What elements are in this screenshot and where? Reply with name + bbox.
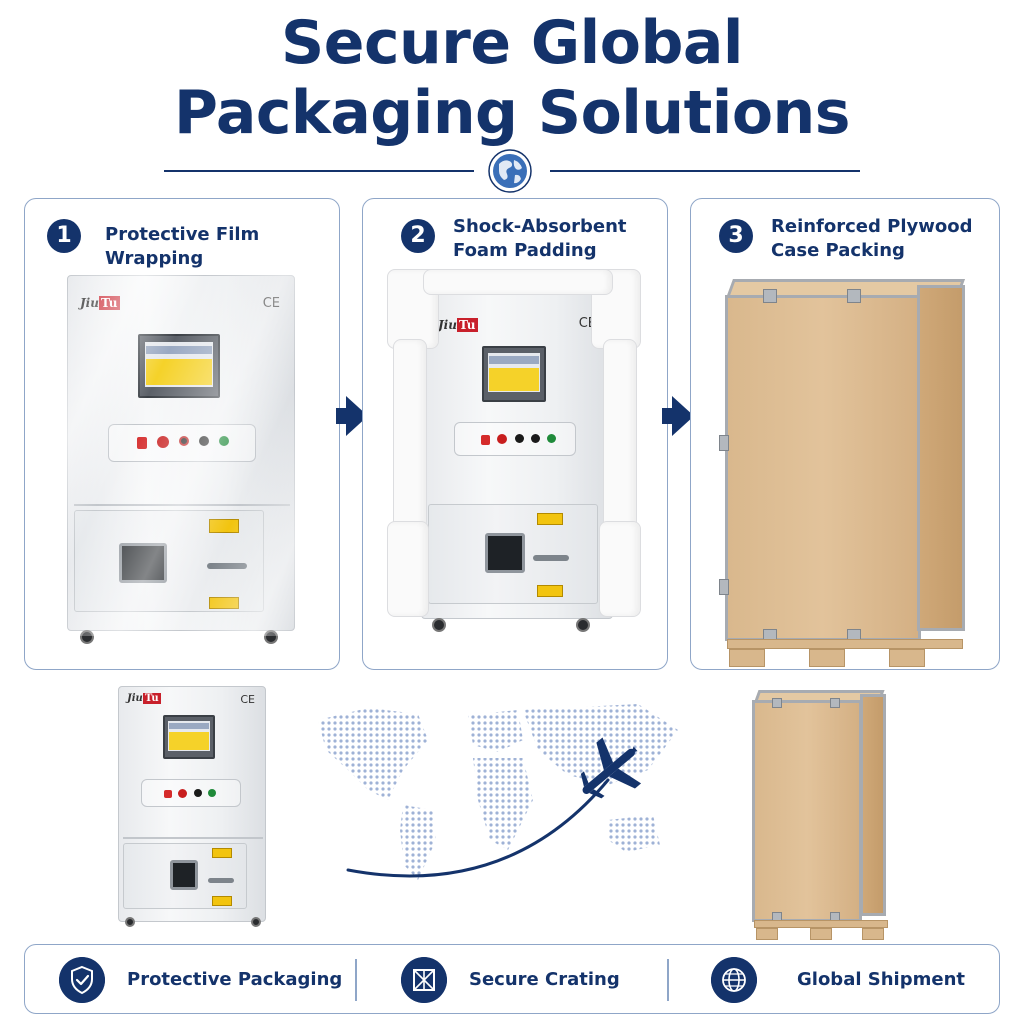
foam-strip-right [603, 339, 637, 529]
feature-label-protective-packaging: Protective Packaging [127, 969, 343, 990]
crate-clip [719, 435, 729, 451]
caster-wheel [125, 917, 135, 927]
chamber-door [428, 504, 598, 604]
touch-screen [163, 715, 215, 759]
crate-clip [830, 698, 840, 708]
globe-icon [488, 149, 532, 193]
indicator-green [547, 434, 556, 443]
pallet-block [756, 928, 778, 940]
step-label-3-line-2: Case Packing [771, 240, 905, 261]
title-divider-left [164, 170, 474, 172]
step-label-1: Protective Film Wrapping [105, 223, 339, 271]
indicator-black [515, 434, 524, 443]
cabinet-seam [123, 837, 263, 839]
warning-label-bottom [212, 896, 232, 906]
crate-clip [772, 698, 782, 708]
page-title: Secure Global Packaging Solutions [0, 8, 1024, 148]
power-switch [164, 790, 172, 798]
step-number-2: 2 [401, 219, 435, 253]
foam-bar-top [423, 269, 613, 295]
crate-icon [401, 957, 447, 1003]
warning-label-top [212, 848, 232, 858]
crate-clip [847, 289, 861, 303]
title-line-1: Secure Global [281, 8, 743, 78]
shield-check-icon [59, 957, 105, 1003]
step-label-2-line-1: Shock-Absorbent [453, 216, 627, 237]
pallet-block [809, 649, 845, 667]
features-bar: Protective Packaging Secure Crating Glob… [24, 944, 1000, 1014]
continent-europe [468, 710, 523, 752]
step-panel-3: 3 Reinforced Plywood Case Packing [690, 198, 1000, 670]
pallet-block [810, 928, 832, 940]
title-divider-right [550, 170, 860, 172]
chamber-window [485, 533, 525, 573]
protective-film [64, 272, 300, 636]
step-label-2-line-2: Foam Padding [453, 240, 597, 261]
power-switch [481, 435, 490, 445]
emergency-button [178, 789, 187, 798]
foam-strip-left [393, 339, 427, 529]
indicator-green [208, 789, 216, 797]
emergency-button [497, 434, 507, 444]
step-label-3: Reinforced Plywood Case Packing [771, 215, 973, 263]
plywood-crate-side [860, 694, 886, 916]
world-map-illustration [318, 704, 678, 880]
indicator-black [531, 434, 540, 443]
control-panel [454, 422, 576, 456]
foam-corner-bottom-left [387, 521, 429, 617]
pallet-block [889, 649, 925, 667]
caster-wheel [251, 917, 261, 927]
chamber-window [170, 860, 198, 890]
touch-screen [482, 346, 546, 402]
step-number-1: 1 [47, 219, 81, 253]
caster-wheel [432, 618, 446, 632]
crate-clip [763, 289, 777, 303]
feature-separator [667, 959, 669, 1001]
step-label-1-line-1: Protective Film Wrapping [105, 224, 260, 269]
step-label-3-line-1: Reinforced Plywood [771, 216, 973, 237]
pallet-block [729, 649, 765, 667]
caster-wheel [576, 618, 590, 632]
step-label-2: Shock-Absorbent Foam Padding [453, 215, 627, 263]
control-panel [141, 779, 241, 807]
continent-africa [473, 758, 533, 850]
continent-australia [608, 815, 660, 852]
pallet-block [862, 928, 884, 940]
airplane-icon [580, 737, 642, 799]
indicator-black [194, 789, 202, 797]
door-handle [533, 555, 569, 561]
step-arrow-2 [662, 396, 694, 436]
plywood-crate-front [752, 700, 862, 922]
title-line-2: Packaging Solutions [174, 78, 851, 148]
continent-north-america [318, 708, 428, 800]
plywood-crate-front [725, 295, 921, 641]
flight-path [346, 778, 610, 878]
continent-south-america [400, 805, 436, 880]
warning-label-top [537, 513, 563, 525]
globe-icon [711, 957, 757, 1003]
ce-mark: CE [240, 693, 255, 706]
warning-label-bottom [537, 585, 563, 597]
feature-separator [355, 959, 357, 1001]
feature-label-secure-crating: Secure Crating [469, 969, 620, 990]
foam-corner-bottom-right [599, 521, 641, 617]
door-handle [208, 878, 234, 883]
pallet-deck [727, 639, 963, 649]
chamber-door [123, 843, 247, 909]
plywood-crate-side [917, 285, 965, 631]
step-number-3: 3 [719, 219, 753, 253]
feature-label-global-shipment: Global Shipment [797, 969, 965, 990]
crate-clip [719, 579, 729, 595]
pallet-deck [754, 920, 888, 928]
